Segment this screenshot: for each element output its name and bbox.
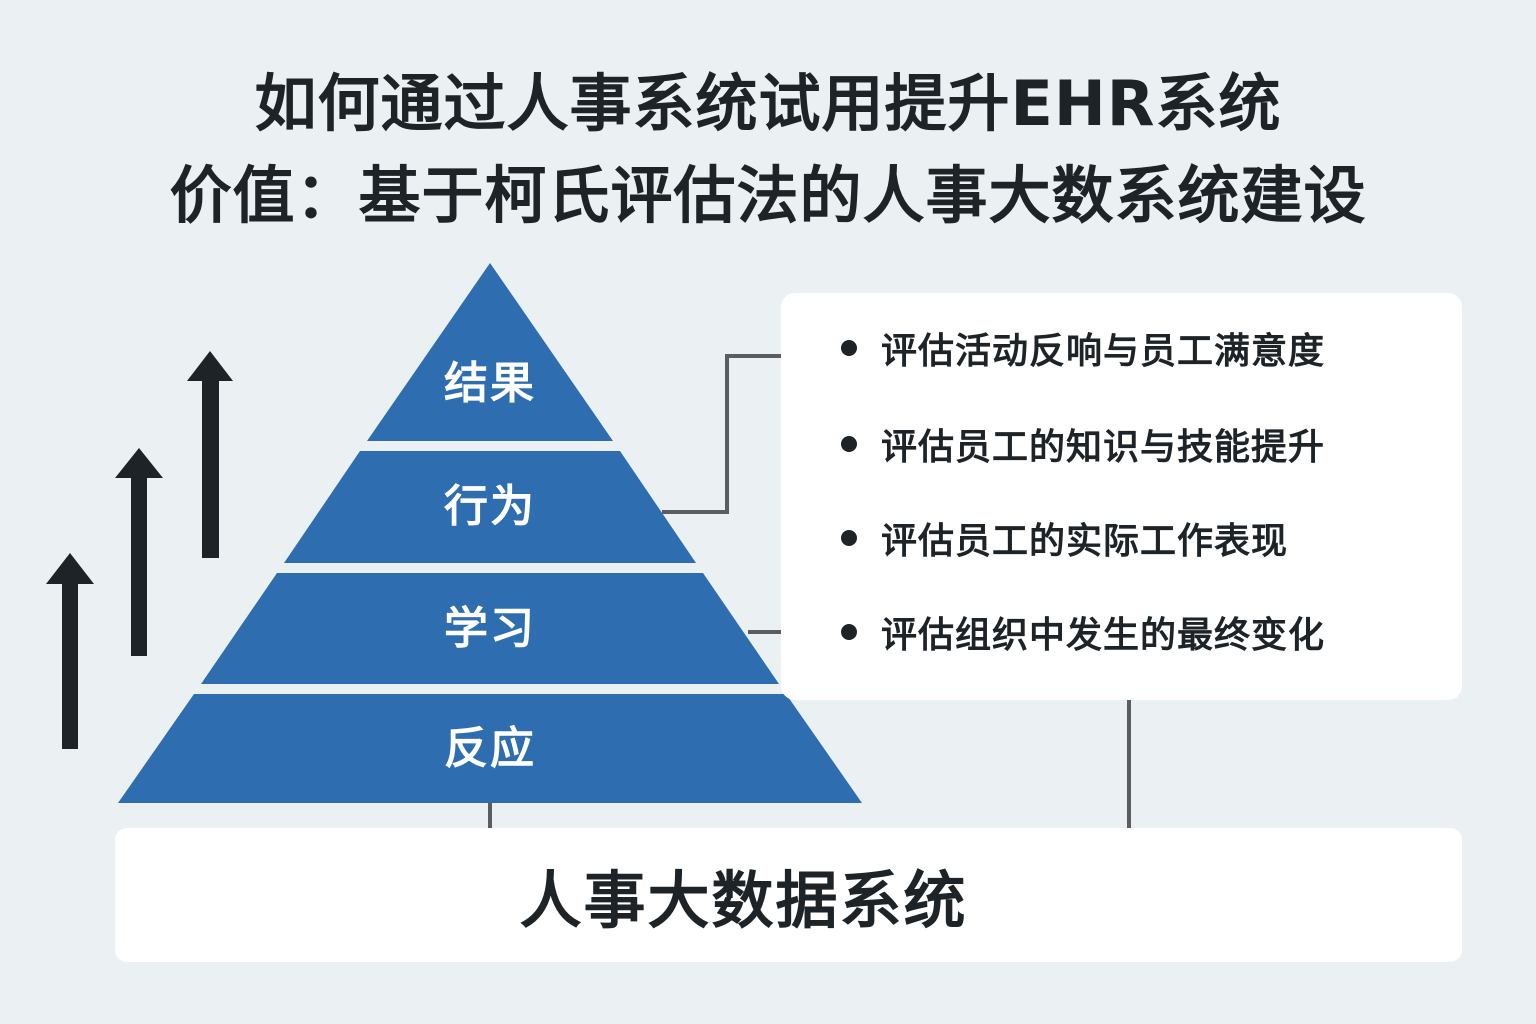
pyramid-label-reaction: 反应 <box>444 723 536 774</box>
arrow-up-icon <box>115 448 163 656</box>
title-line-1: 如何通过人事系统试用提升EHR系统 <box>254 67 1282 140</box>
page-title: 如何通过人事系统试用提升EHR系统 价值：基于柯氏评估法的人事大数系统建设 <box>0 58 1536 242</box>
list-item-text: 评估组织中发生的最终变化 <box>881 615 1326 656</box>
pyramid-label-learning: 学习 <box>444 603 536 654</box>
pyramid-label-behavior: 行为 <box>444 481 536 532</box>
hr-bigdata-system-label: 人事大数据系统 <box>519 864 968 937</box>
arrow-up-icon <box>46 553 94 749</box>
list-item: 评估员工的实际工作表现 <box>841 513 1288 563</box>
pyramid-level-behavior <box>284 451 696 563</box>
arrows <box>46 351 233 749</box>
list-item-text: 评估员工的实际工作表现 <box>881 521 1289 562</box>
bullet-icon <box>841 340 857 356</box>
connector-behavior-to-card <box>662 354 790 514</box>
list-item: 评估员工的知识与技能提升 <box>841 419 1325 469</box>
evaluation-info-card: 评估活动反响与员工满意度 评估员工的知识与技能提升 评估员工的实际工作表现 评估… <box>781 293 1462 700</box>
pyramid-level-reaction <box>118 694 862 803</box>
arrow-up-icon <box>187 351 233 558</box>
list-item: 评估组织中发生的最终变化 <box>841 607 1325 657</box>
pyramid-label-results: 结果 <box>444 358 536 409</box>
pyramid <box>118 263 862 803</box>
pyramid-level-results <box>367 263 613 441</box>
hr-bigdata-system-box: 人事大数据系统 <box>115 828 1462 962</box>
bullet-icon <box>841 530 857 546</box>
bullet-icon <box>841 624 857 640</box>
list-item-text: 评估员工的知识与技能提升 <box>881 427 1326 468</box>
title-line-2: 价值：基于柯氏评估法的人事大数系统建设 <box>169 159 1367 232</box>
list-item: 评估活动反响与员工满意度 <box>841 323 1325 373</box>
bullet-icon <box>841 436 857 452</box>
list-item-text: 评估活动反响与员工满意度 <box>881 331 1326 372</box>
pyramid-level-learning <box>201 573 779 684</box>
